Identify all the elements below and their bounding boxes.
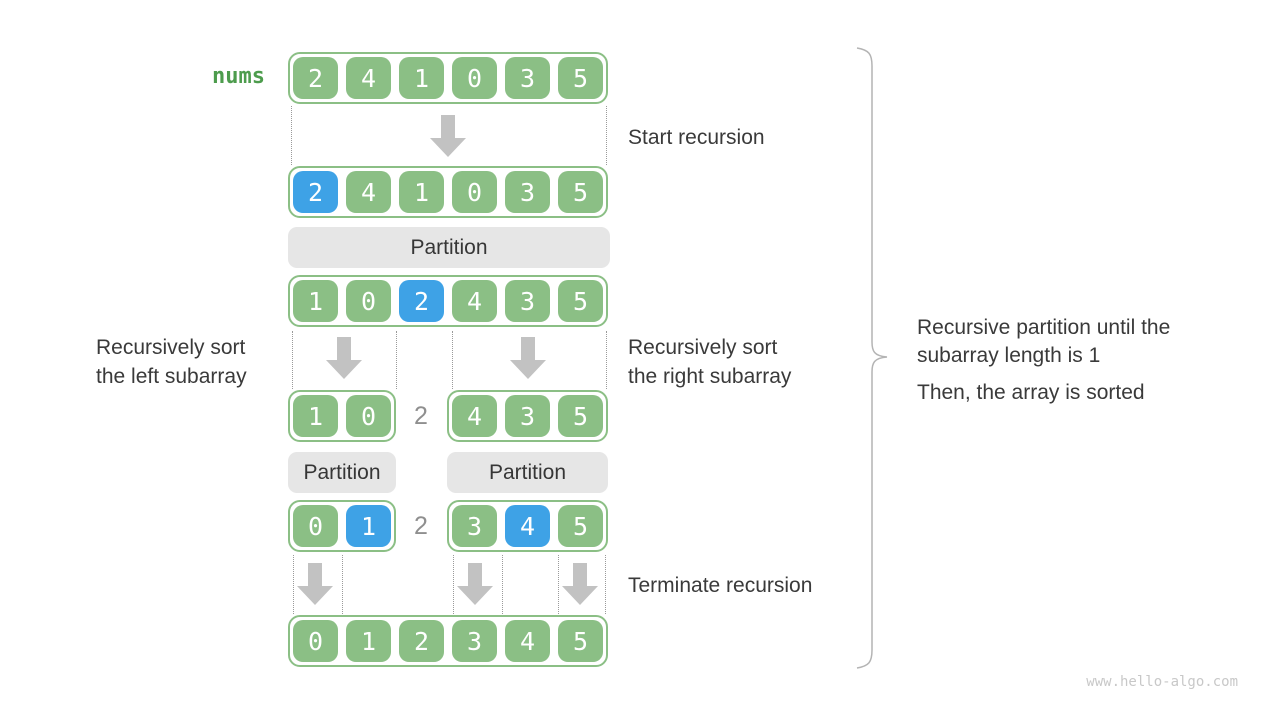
dotted-guide-line [606, 106, 607, 165]
left-subarray-note: Recursively sort the left subarray [96, 333, 247, 391]
dotted-guide-line [605, 555, 606, 614]
array-cell: 4 [505, 620, 550, 662]
right-note-line2: the right subarray [628, 365, 792, 388]
down-arrow-icon [510, 337, 546, 379]
array-cell: 1 [399, 171, 444, 213]
array-cell-pivot: 2 [293, 171, 338, 213]
array-cell: 5 [558, 505, 603, 547]
array-cell: 3 [505, 395, 550, 437]
dotted-guide-line [396, 331, 397, 389]
array-cell: 1 [293, 395, 338, 437]
array-cell: 0 [346, 280, 391, 322]
array-cell: 4 [346, 171, 391, 213]
array-cell: 5 [558, 171, 603, 213]
array-cell-pivot: 4 [505, 505, 550, 547]
dotted-guide-line [558, 555, 559, 614]
brace-note-line3: Then, the array is sorted [917, 381, 1145, 404]
array-cell: 4 [452, 280, 497, 322]
dotted-guide-line [453, 555, 454, 614]
dotted-guide-line [342, 555, 343, 614]
partition-bar: Partition [447, 452, 608, 493]
watermark: www.hello-algo.com [1086, 674, 1238, 690]
partition-bar: Partition [288, 227, 610, 268]
dotted-guide-line [502, 555, 503, 614]
array-cell: 1 [346, 620, 391, 662]
array-cell: 3 [452, 505, 497, 547]
array-cell: 0 [452, 57, 497, 99]
array-cell: 0 [293, 505, 338, 547]
terminate-recursion-label: Terminate recursion [628, 574, 813, 597]
array-cell: 2 [293, 57, 338, 99]
array-cell: 0 [452, 171, 497, 213]
array-cell: 3 [452, 620, 497, 662]
curly-brace [856, 47, 888, 669]
right-subarray-note: Recursively sort the right subarray [628, 333, 791, 391]
array-cell-pivot: 2 [399, 280, 444, 322]
array-cell: 2 [399, 620, 444, 662]
start-recursion-label: Start recursion [628, 126, 765, 149]
array-cell: 5 [558, 395, 603, 437]
down-arrow-icon [326, 337, 362, 379]
brace-note-line1: Recursive partition until the [917, 316, 1171, 339]
array-cell-pivot: 1 [346, 505, 391, 547]
dotted-guide-line [606, 331, 607, 389]
down-arrow-icon [562, 563, 598, 605]
array-cell: 5 [558, 620, 603, 662]
partition-bar: Partition [288, 452, 396, 493]
array-cell: 4 [346, 57, 391, 99]
dotted-guide-line [292, 331, 293, 389]
array-cell: 3 [505, 280, 550, 322]
dotted-guide-line [293, 555, 294, 614]
pivot-separator-value: 2 [414, 512, 428, 540]
dotted-guide-line [452, 331, 453, 389]
dotted-guide-line [291, 106, 292, 165]
array-cell: 5 [558, 57, 603, 99]
nums-label: nums [212, 64, 265, 89]
brace-note: Recursive partition until the subarray l… [917, 314, 1170, 407]
array-cell: 5 [558, 280, 603, 322]
down-arrow-icon [430, 115, 466, 157]
left-note-line2: the left subarray [96, 365, 247, 388]
array-cell: 1 [399, 57, 444, 99]
array-cell: 4 [452, 395, 497, 437]
down-arrow-icon [457, 563, 493, 605]
array-cell: 0 [346, 395, 391, 437]
array-cell: 3 [505, 171, 550, 213]
array-cell: 1 [293, 280, 338, 322]
right-note-line1: Recursively sort [628, 336, 778, 359]
down-arrow-icon [297, 563, 333, 605]
pivot-separator-value: 2 [414, 402, 428, 430]
left-note-line1: Recursively sort [96, 336, 246, 359]
array-cell: 0 [293, 620, 338, 662]
array-cell: 3 [505, 57, 550, 99]
brace-note-line2: subarray length is 1 [917, 344, 1101, 367]
